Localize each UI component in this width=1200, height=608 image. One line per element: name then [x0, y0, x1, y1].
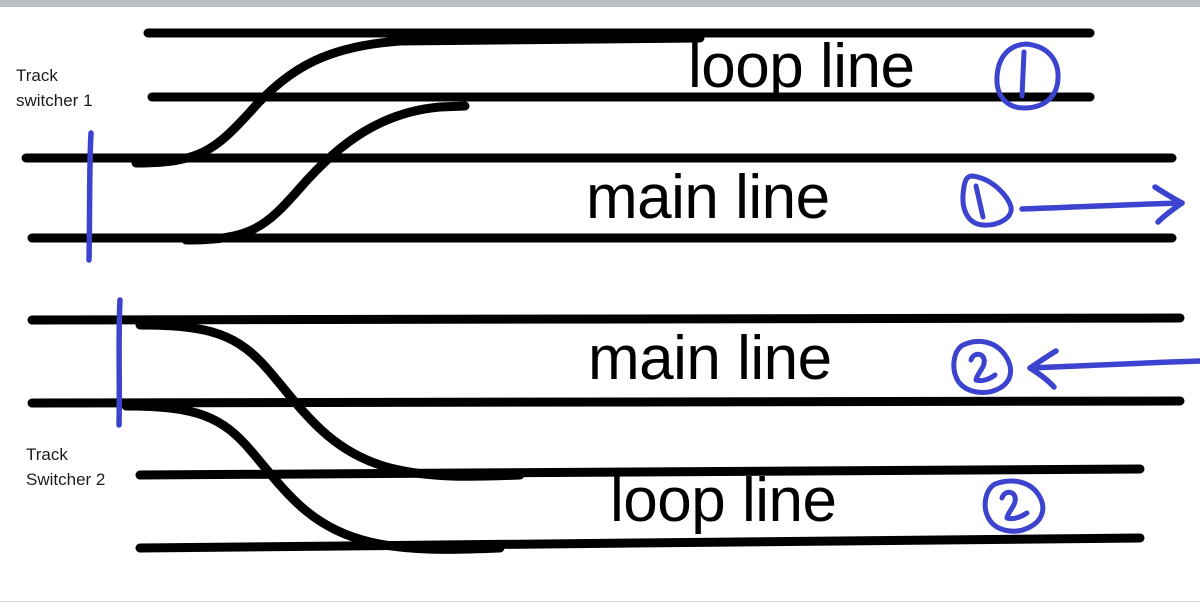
bottom-main-rail-upper	[27, 313, 1185, 325]
bottom-switch-curve-c	[135, 320, 525, 481]
switcher-2-tick-icon	[116, 297, 123, 428]
bottom-section-tracks	[27, 313, 1185, 554]
top-section-tracks	[21, 28, 1177, 245]
top-switch-curve-b	[181, 101, 470, 245]
switcher-2-label: Track Switcher 2	[26, 445, 106, 489]
bottom-loop-rail-lower	[135, 533, 1145, 553]
badge-loop-1-icon	[994, 41, 1061, 111]
bottom-chrome-rule	[0, 601, 1200, 602]
switcher-1-tick-icon	[86, 130, 94, 263]
badge-main-2-icon	[951, 338, 1014, 395]
top-loop-line-label: loop line	[688, 32, 915, 101]
bottom-loop-line-label: loop line	[610, 466, 837, 535]
badge-loop-2-icon	[982, 478, 1046, 534]
arrow-right-icon	[1019, 184, 1185, 225]
top-chrome-band	[0, 0, 1200, 7]
top-switch-curve-a	[131, 33, 705, 168]
bottom-main-line-label: main line	[588, 324, 832, 393]
bottom-loop-rail-upper	[135, 464, 1145, 480]
arrow-left-icon	[1027, 348, 1200, 390]
top-main-line-label: main line	[586, 163, 830, 232]
badge-main-1-icon	[960, 173, 1014, 228]
bottom-main-rail-lower	[27, 396, 1185, 408]
switcher-1-label: Track switcher 1	[16, 66, 93, 110]
bottom-switch-curve-d	[121, 401, 505, 554]
